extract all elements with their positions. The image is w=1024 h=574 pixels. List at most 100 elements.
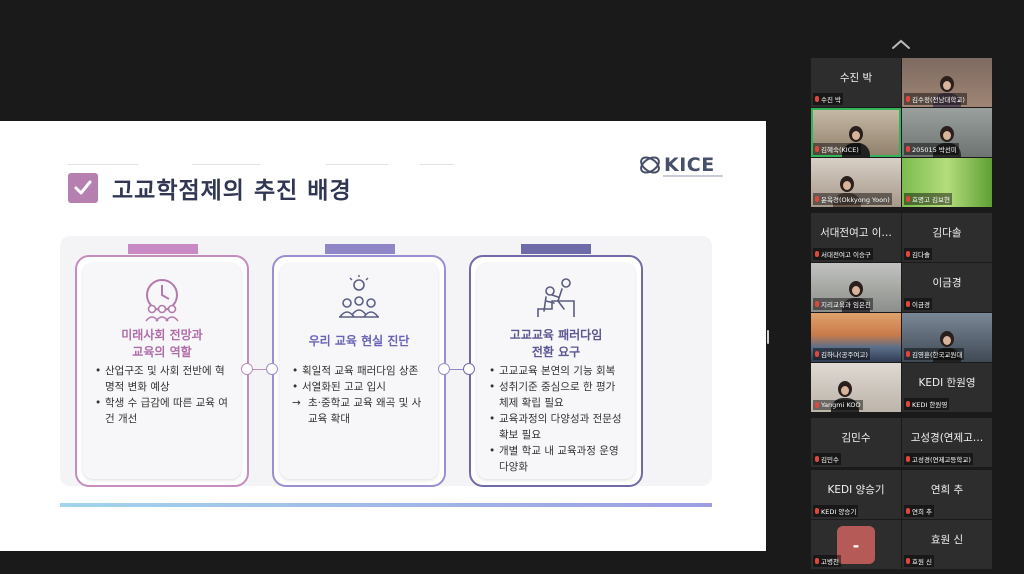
decor-line bbox=[192, 164, 260, 165]
participant-label-text: 수진 박 bbox=[821, 96, 842, 104]
card-education-reality: 우리 교육 현실 진단 획일적 교육 패러다임 상존 서열화된 고교 입시 초·… bbox=[272, 255, 446, 487]
participant-video-tile[interactable]: 205015 박선미 bbox=[902, 108, 992, 157]
participant-label: 지리교육과 임은진 bbox=[813, 298, 873, 310]
participant-tile[interactable]: KEDI 양승기 KEDI 양승기 bbox=[811, 470, 901, 519]
participant-video-tile[interactable]: 지리교육과 임은진 bbox=[811, 263, 901, 312]
list-item: 획일적 교육 패러다임 상존 bbox=[292, 363, 430, 379]
kice-logo-text: KICE bbox=[664, 154, 715, 176]
participant-tile[interactable]: 고성경(연제고… 고성경(연제고등학교) bbox=[902, 418, 992, 467]
clock-people-icon bbox=[83, 275, 241, 323]
participant-video-tile[interactable]: 김영훈(한국교원대 bbox=[902, 313, 992, 362]
participant-label-text: 연희 추 bbox=[912, 508, 933, 516]
participant-tile[interactable]: KEDI 한원영 KEDI 한원영 bbox=[902, 363, 992, 412]
participant-tile[interactable]: 이금경 이금경 bbox=[902, 263, 992, 312]
participant-label-text: 고병천 bbox=[821, 558, 839, 566]
participant-name: KEDI 양승기 bbox=[827, 484, 885, 496]
participant-tile[interactable]: 수진 박 수진 박 bbox=[811, 58, 901, 107]
participant-label: 효명고 김보현 bbox=[904, 193, 952, 205]
participant-tile[interactable]: 김민수 김민수 bbox=[811, 418, 901, 467]
participant-name: 이금경 bbox=[932, 277, 962, 289]
connector-node bbox=[463, 363, 475, 375]
mic-muted-icon bbox=[815, 196, 819, 202]
participant-label-text: 김혜숙(KICE) bbox=[821, 146, 859, 154]
mic-muted-icon bbox=[906, 508, 910, 514]
participant-label-text: 고성경(연제고등학교) bbox=[912, 456, 971, 464]
participant-label-text: 윤옥경(Okkyong Yoon) bbox=[821, 196, 890, 204]
participant-name: 김민수 bbox=[841, 432, 871, 444]
list-item: 교육과정의 다양성과 전문성 확보 필요 bbox=[489, 411, 627, 443]
participant-video bbox=[833, 176, 861, 207]
participant-video-tile[interactable]: Yangmi KOO bbox=[811, 363, 901, 412]
participant-video-tile[interactable]: 효명고 김보현 bbox=[902, 158, 992, 207]
participant-label-text: 이금경 bbox=[912, 301, 930, 309]
decor-line bbox=[326, 164, 388, 165]
participant-tile[interactable]: 연희 추 연희 추 bbox=[902, 470, 992, 519]
decor-line bbox=[68, 164, 138, 165]
card-heading-line: 미래사회 전망과 bbox=[121, 328, 203, 342]
participant-tile[interactable]: 김다솔 김다솔 bbox=[902, 213, 992, 262]
participant-label: 효원 신 bbox=[904, 555, 935, 567]
participant-name: 서대전여고 이… bbox=[820, 227, 892, 239]
mic-muted-icon bbox=[815, 402, 819, 408]
participant-video-tile[interactable]: 윤옥경(Okkyong Yoon) bbox=[811, 158, 901, 207]
checkbox-icon bbox=[68, 173, 98, 203]
logo-subtitle-line bbox=[663, 175, 723, 177]
card-heading-line: 고교교육 패러다임 bbox=[509, 328, 603, 342]
participant-label-text: 효원 신 bbox=[912, 558, 933, 566]
card-tab bbox=[325, 244, 395, 254]
card-future-society: 미래사회 전망과 교육의 역할 산업구조 및 사회 전반에 혁명적 변화 예상 … bbox=[75, 255, 249, 487]
people-idea-icon bbox=[280, 275, 438, 323]
card-heading-line: 교육의 역할 bbox=[132, 345, 192, 359]
participant-label: 205015 박선미 bbox=[904, 143, 959, 155]
card-heading-line: 우리 교육 현실 진단 bbox=[308, 334, 410, 348]
list-item: 산업구조 및 사회 전반에 혁명적 변화 예상 bbox=[95, 363, 233, 395]
mic-muted-icon bbox=[815, 456, 819, 462]
mic-muted-icon bbox=[815, 508, 819, 514]
connector-node bbox=[241, 363, 253, 375]
participant-tile[interactable]: 효원 신 효원 신 bbox=[902, 520, 992, 569]
participant-video bbox=[842, 126, 870, 157]
participant-label: 김혜숙(KICE) bbox=[813, 143, 861, 155]
mic-muted-icon bbox=[906, 196, 910, 202]
card-list: 획일적 교육 패러다임 상존 서열화된 고교 입시 초·중학교 교육 왜곡 및 … bbox=[292, 363, 430, 427]
list-item: 개별 학교 내 교육과정 운영 다양화 bbox=[489, 443, 627, 475]
card-paradigm-shift: 고교교육 패러다임 전환 요구 고교교육 본연의 기능 회복 성취기준 중심으로… bbox=[469, 255, 643, 487]
resize-handle[interactable] bbox=[767, 330, 769, 344]
chevron-up-icon[interactable] bbox=[891, 38, 911, 50]
participant-label: 윤옥경(Okkyong Yoon) bbox=[813, 193, 892, 205]
participant-name: 연희 추 bbox=[930, 484, 964, 496]
participant-tile[interactable]: - 고병천 bbox=[811, 520, 901, 569]
participant-name: 고성경(연제고… bbox=[910, 432, 984, 444]
participant-label: Yangmi KOO bbox=[813, 400, 863, 410]
mic-muted-icon bbox=[815, 146, 819, 152]
slide-title-row: 고교학점제의 추진 배경 bbox=[68, 171, 352, 205]
participant-video-tile[interactable]: 김수정(전남대학교) bbox=[902, 58, 992, 107]
mic-muted-icon bbox=[815, 351, 819, 357]
participant-label-text: 지리교육과 임은진 bbox=[821, 301, 871, 309]
connector-node bbox=[438, 363, 450, 375]
participant-name: 수진 박 bbox=[839, 72, 873, 84]
participant-label: 김영훈(한국교원대 bbox=[904, 348, 965, 360]
list-item: 성취기준 중심으로 한 평가 체제 확립 필요 bbox=[489, 379, 627, 411]
card-connector bbox=[249, 369, 272, 370]
participant-label-text: KEDI 양승기 bbox=[821, 508, 857, 516]
participant-label: 이금경 bbox=[904, 298, 932, 310]
mic-muted-icon bbox=[815, 96, 819, 102]
participant-video-tile[interactable]: 김혜숙(KICE) bbox=[811, 108, 901, 157]
mic-muted-icon bbox=[906, 96, 910, 102]
participant-label-text: 205015 박선미 bbox=[912, 146, 957, 154]
mic-muted-icon bbox=[906, 301, 910, 307]
participant-label-text: Yangmi KOO bbox=[821, 401, 861, 409]
card-tab bbox=[521, 244, 591, 254]
card-list: 산업구조 및 사회 전반에 혁명적 변화 예상 학생 수 급감에 따른 교육 여… bbox=[95, 363, 233, 427]
shared-screen: 고교학점제의 추진 배경 KICE bbox=[0, 121, 766, 551]
slide-title: 고교학점제의 추진 배경 bbox=[112, 178, 352, 204]
card-heading: 고교교육 패러다임 전환 요구 bbox=[481, 327, 631, 361]
participant-tile[interactable]: 서대전여고 이… 서대전여고 이승구 bbox=[811, 213, 901, 262]
participant-video-tile[interactable]: 김하나(공주여고) bbox=[811, 313, 901, 362]
kice-logo: KICE bbox=[638, 153, 723, 177]
participant-label-text: 효명고 김보현 bbox=[912, 196, 950, 204]
participant-label-text: 김다솔 bbox=[912, 251, 930, 259]
mic-muted-icon bbox=[906, 401, 910, 407]
